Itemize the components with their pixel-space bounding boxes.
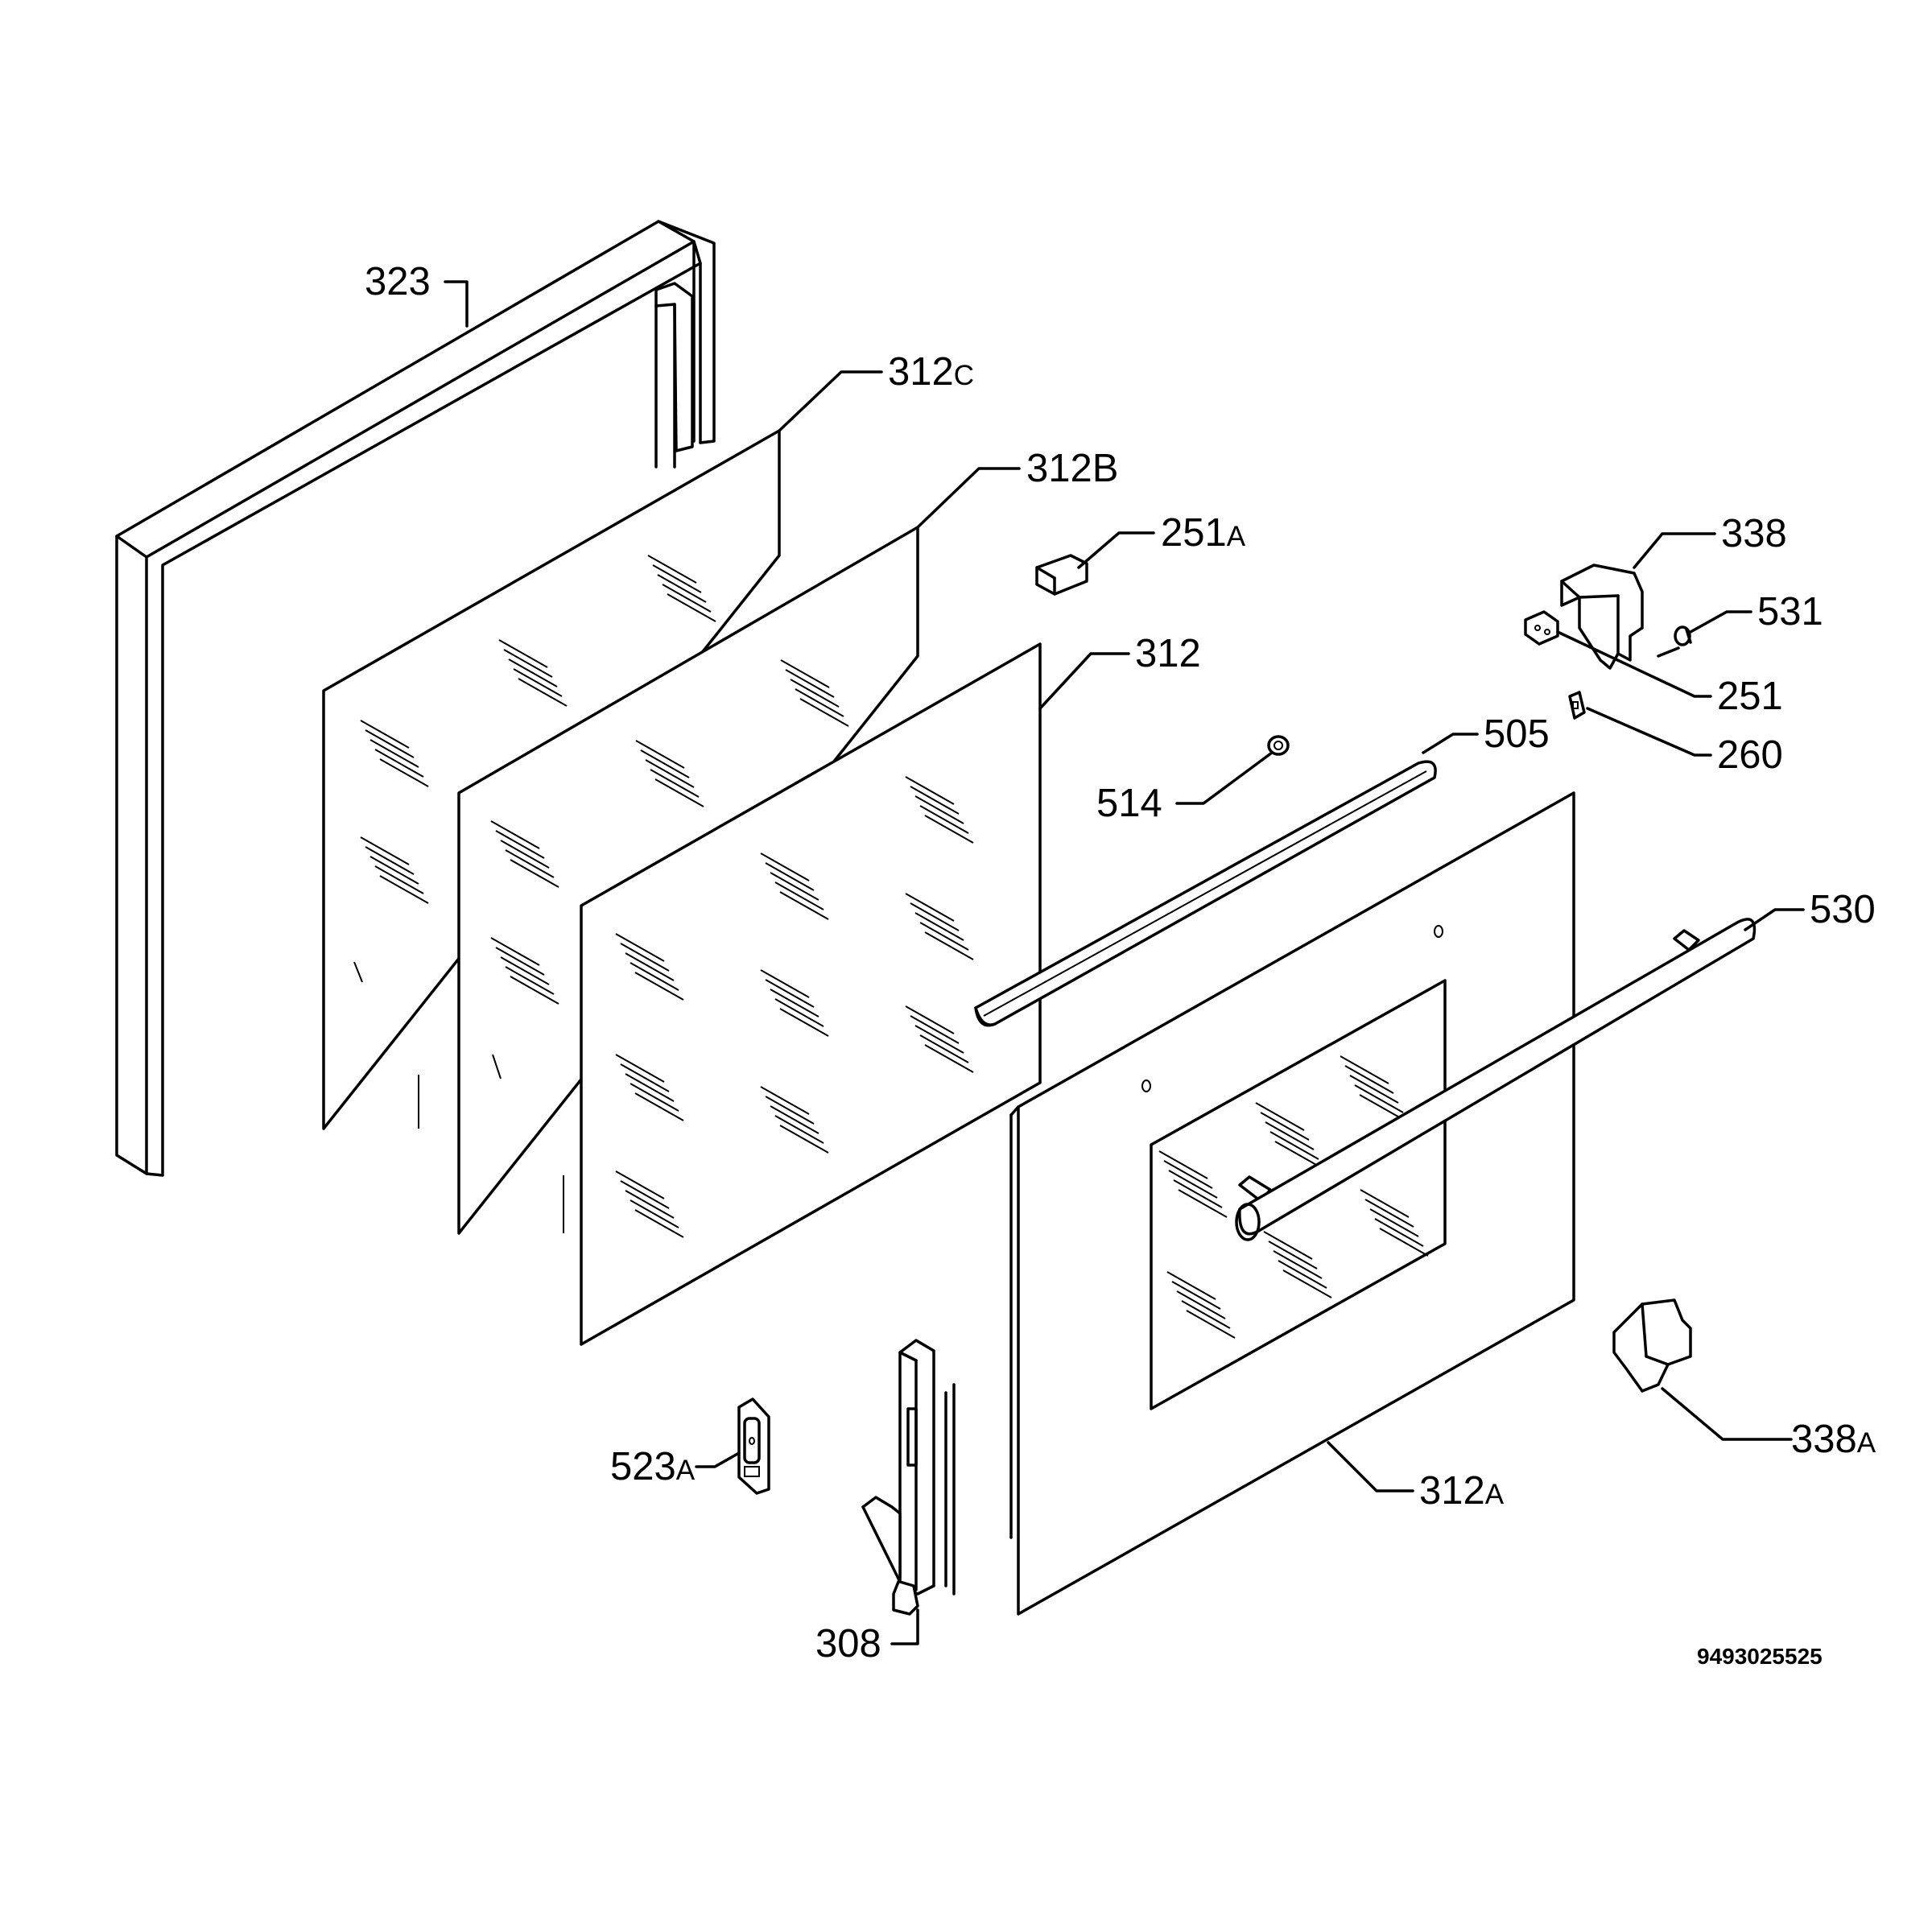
callout-530: 530: [1810, 888, 1876, 931]
screw-part: [1657, 625, 1692, 658]
callout-312b: 312B: [1026, 447, 1118, 490]
door-frame-part: [115, 220, 716, 1177]
leader-lines: [444, 280, 1805, 1645]
inner-glass-panel-part: [580, 642, 1042, 1346]
door-hinge-part: [861, 1339, 956, 1616]
callout-312: 312: [1135, 632, 1201, 675]
callout-523a: 523A: [610, 1445, 696, 1488]
callout-251: 251: [1717, 675, 1783, 718]
bottom-bracket-part: [1612, 1298, 1692, 1393]
callout-505: 505: [1484, 712, 1550, 756]
top-bracket-part: [1560, 564, 1644, 670]
callout-312a: 312A: [1419, 1469, 1505, 1513]
bush-part: [1267, 735, 1290, 756]
callout-531: 531: [1757, 590, 1823, 634]
hinge-cap-part: [1524, 610, 1559, 646]
diagram-code: 9493025525: [1697, 1644, 1823, 1669]
door-handle-part: [1235, 918, 1757, 1241]
vent-trim-part: [974, 760, 1437, 1027]
callout-323: 323: [365, 260, 431, 303]
clip-part: [1568, 691, 1586, 720]
callout-251a: 251A: [1161, 511, 1246, 555]
callout-312c: 312C: [888, 350, 974, 394]
hinge-receiver-part: [737, 1397, 770, 1495]
callout-338a: 338A: [1791, 1418, 1876, 1461]
hinge-cap-a-part: [1035, 554, 1088, 596]
callout-308: 308: [815, 1622, 881, 1666]
callout-260: 260: [1717, 733, 1783, 777]
callout-514: 514: [1096, 782, 1162, 825]
callout-labels: 323 312C 312B 251A 338 531 251 260 312 5…: [365, 260, 1876, 1669]
callout-338: 338: [1721, 512, 1787, 555]
